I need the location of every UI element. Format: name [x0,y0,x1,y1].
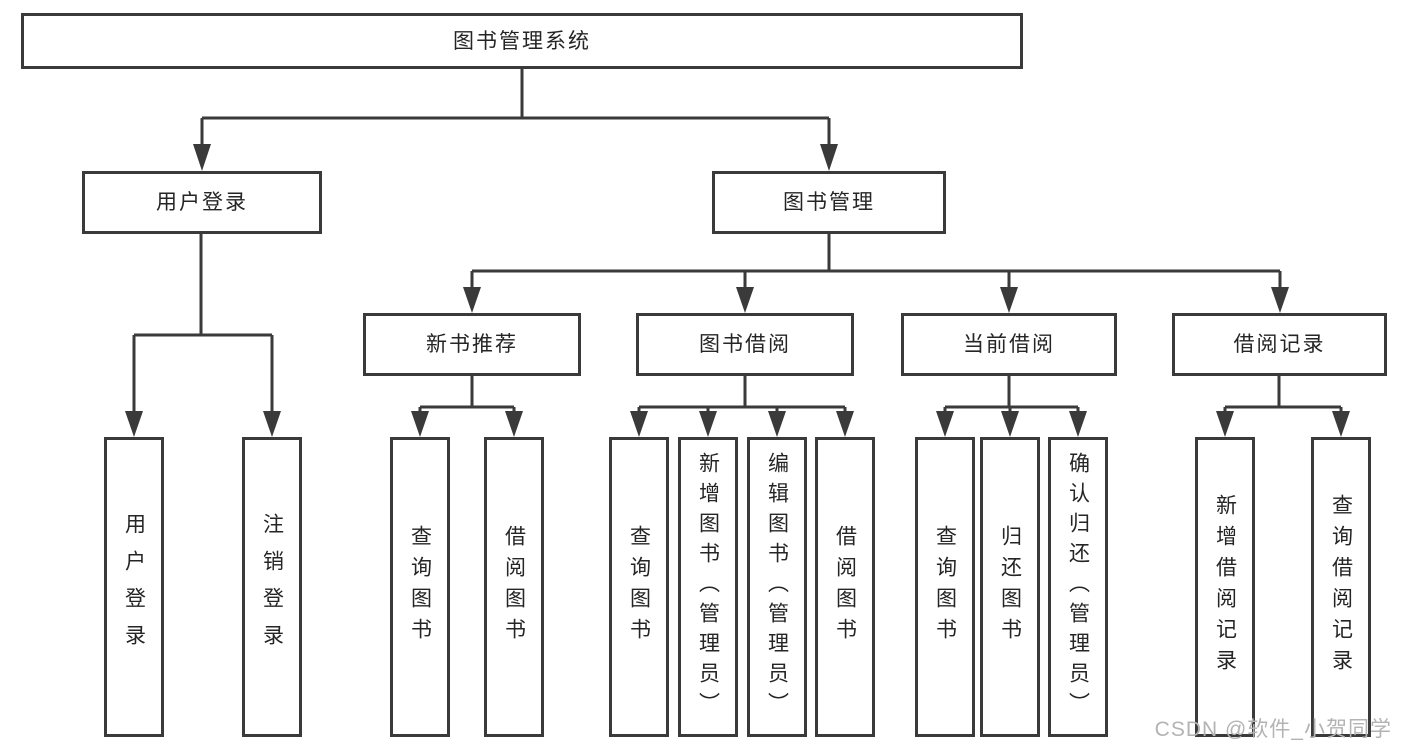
node-book-borrowing-label: 图书借阅 [699,333,791,356]
leaf-query-borrow-record-label: 查询借阅记录 [1329,494,1353,680]
node-user-login: 用户登录 [82,171,322,234]
node-book-mgmt: 图书管理 [712,171,946,234]
node-book-mgmt-label: 图书管理 [783,191,875,214]
leaf-borrow-books-label: 借阅图书 [833,525,857,649]
leaf-borrow-books-rec: 借阅图书 [484,437,544,737]
leaf-add-book-admin-label: 新增图书（管理员） [696,452,720,722]
arrowhead [1332,411,1350,437]
node-new-book-rec: 新书推荐 [363,313,581,376]
csdn-watermark: CSDN @软件_小贺同学 [1154,718,1392,741]
node-root-label: 图书管理系统 [453,29,591,53]
arrowhead [1069,411,1087,437]
arrowhead [736,287,754,313]
leaf-logout: 注销登录 [242,437,302,737]
arrowhead [1216,411,1234,437]
arrowhead [125,411,143,437]
arrowhead [1000,287,1018,313]
leaf-confirm-return-admin: 确认归还（管理员） [1048,437,1108,737]
arrowhead [1271,287,1289,313]
leaf-query-books-rec: 查询图书 [390,437,450,737]
arrowhead [505,411,523,437]
arrowhead [1001,411,1019,437]
leaf-query-books-rec-label: 查询图书 [408,525,432,649]
leaf-query-books-current: 查询图书 [915,437,975,737]
leaf-user-login: 用户登录 [104,437,164,737]
arrowhead [263,411,281,437]
node-root: 图书管理系统 [21,13,1023,69]
leaf-return-books: 归还图书 [980,437,1040,737]
arrowhead [836,411,854,437]
connector-book-borrowing [637,376,847,420]
connector-root [200,69,831,152]
arrowhead [820,144,838,171]
leaf-query-books-current-label: 查询图书 [933,525,957,649]
leaf-query-borrow-record: 查询借阅记录 [1311,437,1371,737]
leaf-edit-book-admin: 编辑图书（管理员） [747,437,807,737]
leaf-borrow-books-rec-label: 借阅图书 [502,525,526,649]
leaf-borrow-books: 借阅图书 [815,437,875,737]
arrowhead [463,287,481,313]
leaf-query-books-borrow: 查询图书 [609,437,669,737]
connector-borrow-records [1223,376,1343,420]
leaf-query-books-borrow-label: 查询图书 [627,525,651,649]
node-book-borrowing: 图书借阅 [636,313,854,376]
node-user-login-label: 用户登录 [156,191,248,214]
arrowheads [125,144,1350,437]
leaf-logout-label: 注销登录 [260,513,284,661]
arrowhead [699,411,717,437]
leaf-edit-book-admin-label: 编辑图书（管理员） [765,452,789,722]
node-borrow-records: 借阅记录 [1172,313,1387,376]
arrowhead [768,411,786,437]
arrowhead [411,411,429,437]
node-borrow-records-label: 借阅记录 [1233,333,1326,356]
leaf-add-borrow-record: 新增借阅记录 [1195,437,1255,737]
leaf-add-borrow-record-label: 新增借阅记录 [1213,494,1237,680]
leaf-confirm-return-admin-label: 确认归还（管理员） [1066,452,1090,722]
node-new-book-rec-label: 新书推荐 [426,333,518,356]
connector-user-login [132,234,274,420]
node-current-borrowing-label: 当前借阅 [963,333,1055,356]
leaf-add-book-admin: 新增图书（管理员） [678,437,738,737]
arrowhead [936,411,954,437]
leaf-return-books-label: 归还图书 [998,525,1022,649]
node-current-borrowing: 当前借阅 [901,313,1117,376]
arrowhead [193,144,211,171]
leaf-user-login-label: 用户登录 [122,513,146,661]
connector-book-mgmt [470,234,1282,296]
arrowhead [630,411,648,437]
connector-new-book-rec [418,376,516,420]
